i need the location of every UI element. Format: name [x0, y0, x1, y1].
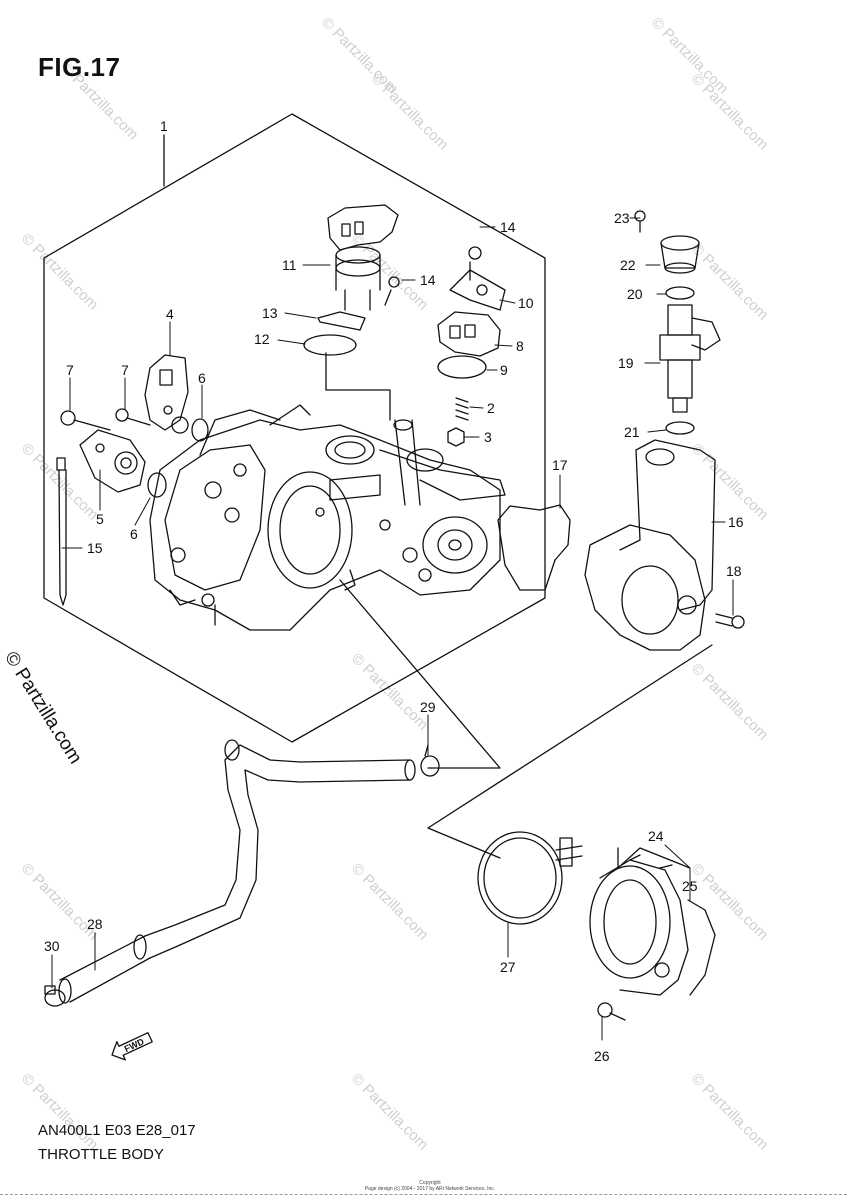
callout-27: 27	[500, 959, 516, 975]
bolt-23	[634, 210, 646, 233]
callout-24: 24	[648, 828, 664, 844]
callout-3: 3	[484, 429, 492, 445]
callout-9: 9	[500, 362, 508, 378]
callout-5: 5	[96, 511, 104, 527]
callout-8: 8	[516, 338, 524, 354]
callout-10: 10	[518, 295, 534, 311]
callout-19: 19	[618, 355, 634, 371]
sensor-5	[79, 429, 146, 493]
clip-29	[420, 755, 440, 777]
model-code: AN400L1 E03 E28_017	[38, 1122, 196, 1139]
callout-2: 2	[487, 400, 495, 416]
o-ring-9	[437, 355, 487, 379]
copyright-notice: Copyright Page design (c) 2004 - 2017 by…	[364, 1180, 496, 1192]
callout-leaders	[51, 217, 734, 1041]
o-ring-6	[191, 418, 209, 442]
leader-line	[339, 579, 501, 769]
o-ring-25	[687, 899, 716, 996]
callout-14: 14	[500, 219, 516, 235]
figure-title: FIG.17	[38, 52, 121, 82]
bracket-13	[317, 311, 366, 331]
callout-28: 28	[87, 916, 103, 932]
screw-7	[60, 408, 151, 431]
fuel-injector-19	[659, 304, 721, 413]
callout-7: 7	[66, 362, 74, 378]
sensor-4	[144, 354, 189, 434]
callout-30: 30	[44, 938, 60, 954]
callout-29: 29	[420, 699, 436, 715]
callout-15: 15	[87, 540, 103, 556]
callout-4: 4	[166, 306, 174, 322]
callout-12: 12	[254, 331, 270, 347]
callout-17: 17	[552, 457, 568, 473]
callout-25: 25	[682, 878, 698, 894]
leader-line	[325, 352, 391, 421]
sensor-8	[437, 311, 501, 357]
callout-6: 6	[130, 526, 138, 542]
callout-22: 22	[620, 257, 636, 273]
screw-14	[384, 246, 482, 306]
o-ring-21	[665, 421, 695, 435]
throttle-body	[149, 404, 506, 631]
callout-23: 23	[614, 210, 630, 226]
callout-13: 13	[262, 305, 278, 321]
forward-arrow-icon: FWD	[111, 1032, 153, 1061]
callout-1: 1	[160, 118, 168, 134]
callout-6: 6	[198, 370, 206, 386]
callout-7: 7	[121, 362, 129, 378]
clamp-27	[477, 831, 583, 925]
section-title: THROTTLE BODY	[38, 1146, 164, 1163]
cushion-22	[660, 235, 700, 274]
callout-26: 26	[594, 1048, 610, 1064]
page-edge-divider	[0, 1194, 847, 1195]
hose-28	[58, 739, 416, 1004]
idle-air-sensor-11	[327, 204, 399, 311]
o-ring-20	[665, 286, 695, 300]
injector-joint-16	[584, 439, 716, 651]
callout-18: 18	[726, 563, 742, 579]
clamp-30	[44, 985, 66, 1007]
callout-20: 20	[627, 286, 643, 302]
nut-3	[447, 427, 465, 447]
spring-2	[455, 397, 469, 421]
intake-pipe-24	[589, 854, 689, 996]
o-ring-12	[303, 334, 357, 356]
assembly-outline	[43, 113, 546, 743]
callout-numbers: 1 2 3 4 5 6 6 7 7 8 9 10 11 12 13 14 14 …	[44, 118, 744, 1064]
callout-21: 21	[624, 424, 640, 440]
leader-line	[617, 847, 691, 869]
callout-11: 11	[282, 257, 297, 273]
screw-26	[597, 1002, 626, 1021]
gasket-17	[497, 504, 571, 591]
callout-14: 14	[420, 272, 436, 288]
callout-16: 16	[728, 514, 744, 530]
bolt-18	[715, 613, 745, 629]
o-ring-6b	[147, 472, 167, 498]
strap-15	[56, 457, 67, 606]
leader-line	[427, 644, 713, 859]
